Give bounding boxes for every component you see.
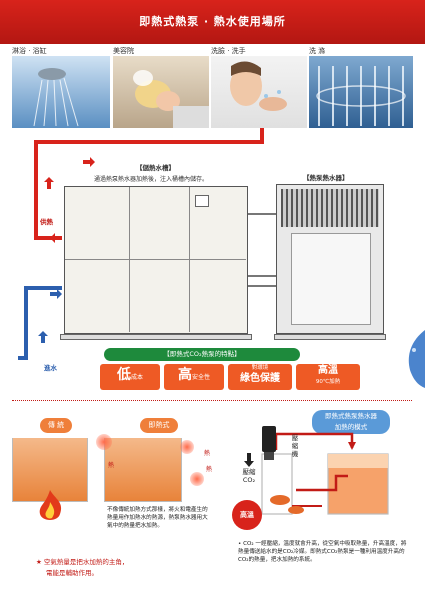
compressor-shaft-icon <box>264 452 274 460</box>
page-title: 即熱式熱泵 ‧ 熱水使用場所 <box>0 0 425 44</box>
feature-green: 對環境 綠色保護 <box>228 364 292 390</box>
heat-pump-unit <box>276 184 384 334</box>
feature-green-big: 綠色保護 <box>240 373 280 384</box>
use-label-shower: 淋浴 ‧ 浴缸 <box>12 47 47 55</box>
instant-note: 不像傳統加熱方式那樣，將火和電產生的熱量用作加熱水的熱源，熱泵熱水器用大氣中的熱… <box>107 507 208 529</box>
use-label-salon: 美容院 <box>113 47 134 55</box>
feature-hightemp-small: 90℃加熱 <box>315 379 341 385</box>
heat-dot-2 <box>180 440 194 454</box>
feature-low-small: 成本 <box>130 374 143 381</box>
feature-high-temp: 高溫 90℃加熱 <box>296 364 360 390</box>
tank-base <box>60 334 252 340</box>
storage-tank <box>64 186 248 334</box>
mode-note: • CO₂ 一經壓縮，溫度就會升高，從空氣中吸取熱量，升高溫度，將熱量傳送給水的… <box>238 541 407 563</box>
fire-icon <box>30 488 70 528</box>
shower-photo <box>12 56 110 128</box>
dish-rack-icon <box>316 66 406 126</box>
inlet-arrow-up-icon <box>38 328 48 347</box>
face-wash-icon <box>230 61 287 111</box>
feature-high-safety: 高安全性 <box>164 364 224 390</box>
feature-banner: 【即熱式CO₂熱泵的特點】 <box>104 348 300 361</box>
heat-label-1: 熱 <box>108 462 115 469</box>
shower-head-icon <box>33 68 79 127</box>
dishwash-photo <box>309 56 413 128</box>
compressor-icon <box>262 426 276 452</box>
compress-co2-label: 壓縮 CO₂ <box>240 468 258 484</box>
compressor-label: 壓縮機 <box>291 434 299 458</box>
section-divider <box>12 400 412 401</box>
instant-pill: 即熱式 <box>140 418 178 433</box>
mode-pill-line2: 加熱的模式 <box>334 423 368 431</box>
instant-beaker <box>104 438 182 502</box>
mode-pill-line1: 即熱式熱泵熱水器 <box>325 412 377 420</box>
mode-pill: 即熱式熱泵熱水器 加熱的模式 <box>312 410 390 434</box>
heat-dot-3 <box>190 472 204 486</box>
feature-hightemp-big: 高溫 <box>318 365 338 376</box>
tank-description: 通過熱泵熱水器加熱後，注入桶槽內儲存。 <box>94 176 209 183</box>
tank-title: 【儲熱水槽】 <box>136 164 175 172</box>
compress-down-arrow-icon <box>244 452 254 471</box>
feature-safety-small: 安全性 <box>191 374 210 381</box>
supply-arrow-up-icon <box>44 174 54 193</box>
high-temp-badge: 高溫 <box>232 500 262 530</box>
feature-safety-big: 高 <box>177 367 192 383</box>
use-label-wash: 洗 滌 <box>309 47 326 55</box>
salon-photo <box>113 56 209 128</box>
pipe-diagram <box>18 128 278 360</box>
hair-washing-icon <box>133 70 209 128</box>
star-note-line1: ★ 空氣熱量是把水加熱的主角， <box>36 558 129 566</box>
heatpump-title: 【熱泵熱水器】 <box>303 174 349 182</box>
feature-low-cost: 低成本 <box>100 364 160 390</box>
inlet-arrow-right-icon <box>50 284 62 303</box>
use-label-face: 洗臉 ‧ 洗手 <box>211 47 246 55</box>
heatpump-base <box>274 334 386 340</box>
face-wash-photo <box>211 56 307 128</box>
supply-heat-label: 供熱 <box>40 218 53 226</box>
heat-dot-1 <box>96 434 112 450</box>
heat-label-3: 熱 <box>206 466 213 473</box>
supply-arrow-top-icon <box>83 152 95 171</box>
feature-green-top: 對環境 <box>251 365 269 371</box>
fire-label: 熱 <box>33 510 40 517</box>
co2-cycle-diagram <box>261 432 389 515</box>
supply-arrow-left-icon <box>50 228 62 247</box>
tank-panel-icon <box>195 195 209 207</box>
water-splash-icon <box>404 330 425 394</box>
heat-label-2: 熱 <box>204 450 211 457</box>
fan-grille-icon <box>281 189 379 227</box>
compress-co2-line1: 壓縮 <box>242 468 256 476</box>
compress-co2-line2: CO₂ <box>242 476 256 484</box>
star-note-line2: 電能是輔助作用。 <box>46 569 98 577</box>
traditional-pill: 傳 統 <box>40 418 72 433</box>
water-inlet-label: 進水 <box>44 364 57 372</box>
feature-low-big: 低 <box>116 367 131 383</box>
